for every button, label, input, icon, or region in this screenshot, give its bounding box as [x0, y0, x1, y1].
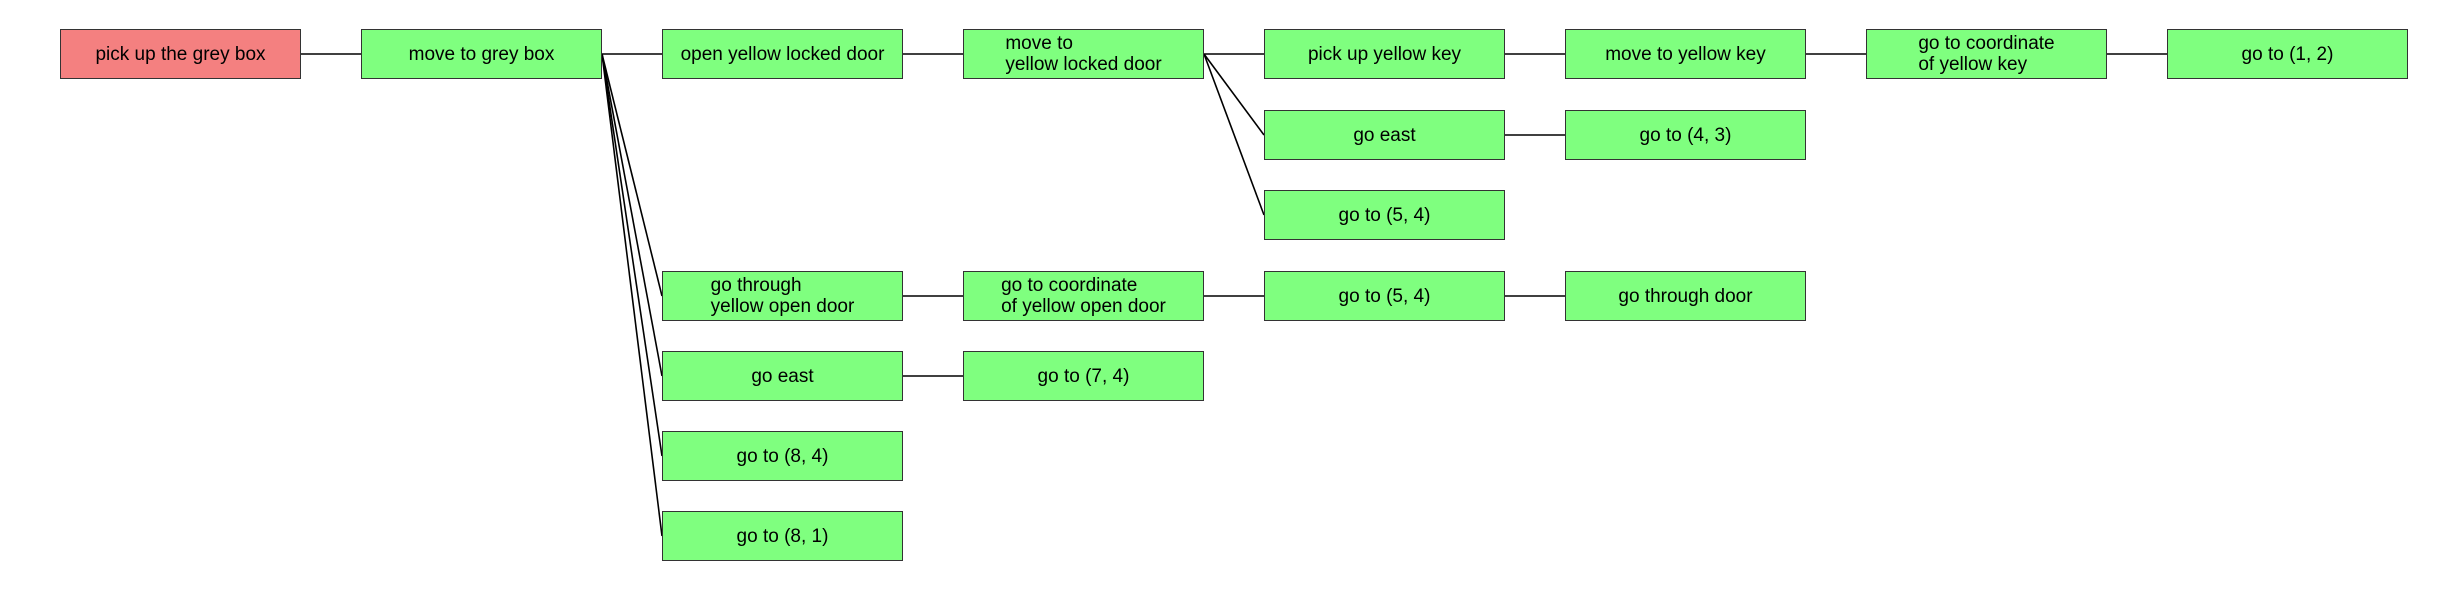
node-go-to-5-4-lower: go to (5, 4): [1264, 271, 1505, 321]
node-go-east-upper: go east: [1264, 110, 1505, 160]
node-label: move to yellow key: [1605, 43, 1766, 65]
edge-n1-n17: [601, 53, 663, 457]
node-go-through-yellow-open-door: go through yellow open door: [662, 271, 903, 321]
edge-n1-n15: [601, 53, 663, 377]
node-go-to-1-2: go to (1, 2): [2167, 29, 2408, 79]
edge-n1-n18: [601, 53, 663, 537]
edge-n3-n8: [1203, 53, 1265, 136]
node-go-to-coordinate-of-yellow-key: go to coordinate of yellow key: [1866, 29, 2107, 79]
node-open-yellow-locked-door: open yellow locked door: [662, 29, 903, 79]
node-go-to-8-4: go to (8, 4): [662, 431, 903, 481]
node-label: go to coordinate of yellow open door: [1001, 275, 1166, 317]
node-go-east-lower: go east: [662, 351, 903, 401]
edge-n1-n11: [601, 53, 663, 297]
node-go-to-coordinate-of-yellow-open-door: go to coordinate of yellow open door: [963, 271, 1204, 321]
node-label: go to (4, 3): [1639, 124, 1732, 146]
node-label: move to yellow locked door: [1005, 33, 1162, 75]
node-pick-up-yellow-key: pick up yellow key: [1264, 29, 1505, 79]
node-go-to-8-1: go to (8, 1): [662, 511, 903, 561]
node-label: go through door: [1618, 285, 1753, 307]
node-move-to-grey-box: move to grey box: [361, 29, 602, 79]
node-go-to-4-3: go to (4, 3): [1565, 110, 1806, 160]
node-go-to-7-4: go to (7, 4): [963, 351, 1204, 401]
node-label: go to (5, 4): [1338, 285, 1431, 307]
node-move-to-yellow-locked-door: move to yellow locked door: [963, 29, 1204, 79]
node-label: go east: [1353, 124, 1416, 146]
node-label: go east: [751, 365, 814, 387]
node-go-through-door: go through door: [1565, 271, 1806, 321]
node-label: go through yellow open door: [710, 275, 855, 317]
node-label: go to coordinate of yellow key: [1918, 33, 2055, 75]
node-label: pick up yellow key: [1307, 43, 1462, 65]
edge-n3-n10: [1203, 53, 1265, 216]
node-label: pick up the grey box: [95, 43, 266, 65]
node-label: go to (8, 4): [736, 445, 829, 467]
node-label: go to (7, 4): [1037, 365, 1130, 387]
node-move-to-yellow-key: move to yellow key: [1565, 29, 1806, 79]
node-go-to-5-4-upper: go to (5, 4): [1264, 190, 1505, 240]
node-label: go to (8, 1): [736, 525, 829, 547]
node-label: open yellow locked door: [680, 43, 885, 65]
node-label: go to (1, 2): [2241, 43, 2334, 65]
node-label: move to grey box: [408, 43, 555, 65]
node-pick-up-grey-box: pick up the grey box: [60, 29, 301, 79]
node-label: go to (5, 4): [1338, 204, 1431, 226]
